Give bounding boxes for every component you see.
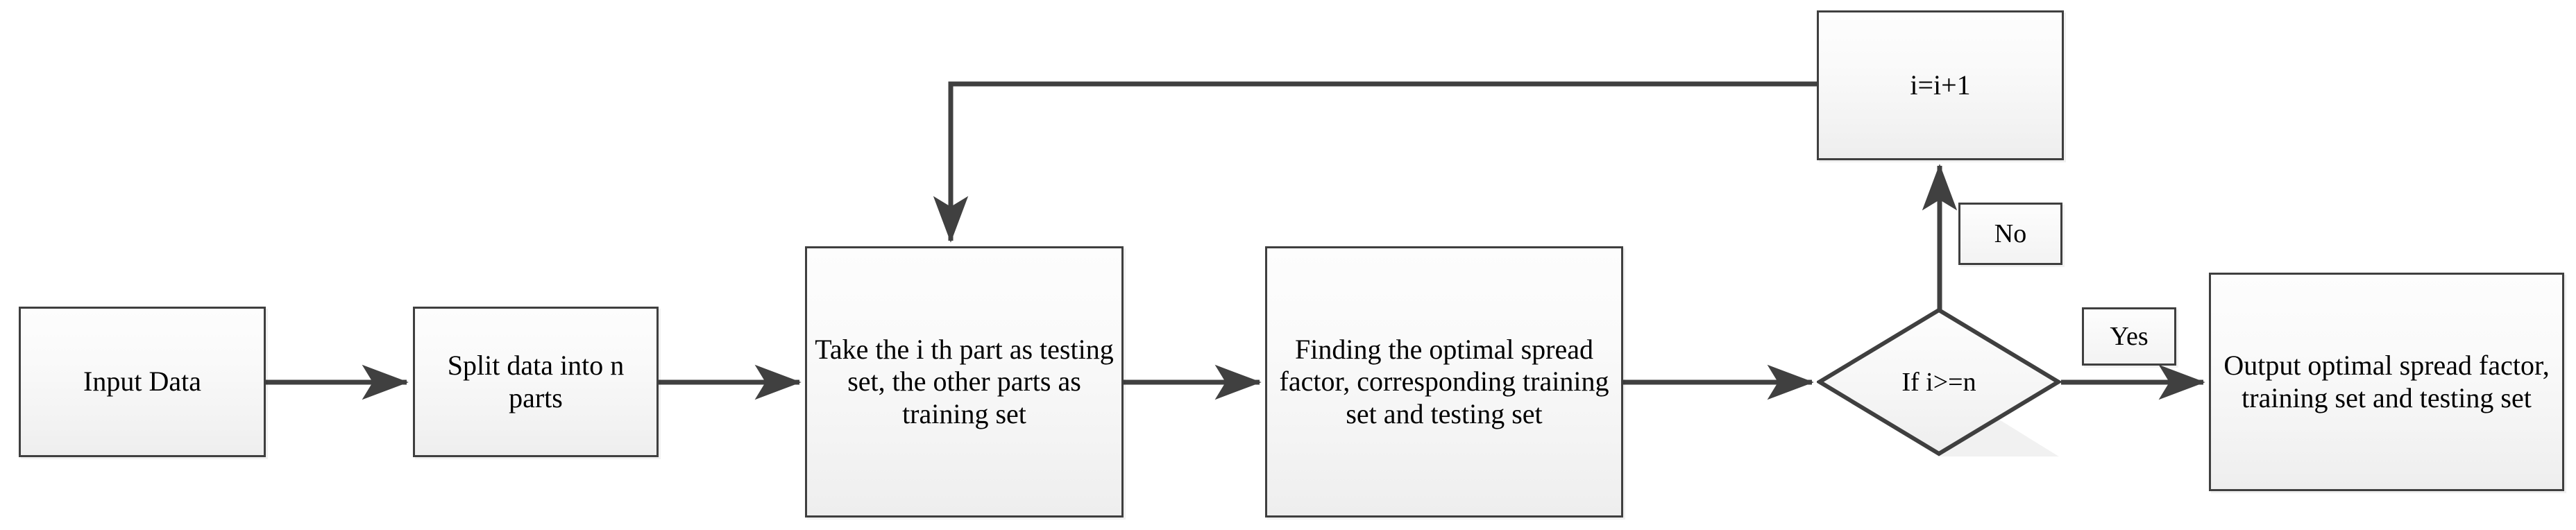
diamond-shape (1817, 307, 2061, 456)
node-find-optimal-spread-factor-label: Finding the optimal spread factor, corre… (1279, 333, 1609, 429)
node-decision-if-i-ge-n-label: If i>=n (1901, 367, 1976, 397)
node-take-ith-part[interactable]: Take the i th part as testing set, the o… (805, 246, 1124, 518)
node-increment-counter-label: i=i+1 (1910, 69, 1971, 101)
edge-label-no: No (1958, 203, 2062, 265)
edge-label-yes-text: Yes (2110, 322, 2149, 351)
node-split-data[interactable]: Split data into n parts (413, 307, 659, 457)
node-input-data-label: Input Data (83, 366, 201, 398)
node-input-data[interactable]: Input Data (19, 307, 266, 457)
node-increment-counter[interactable]: i=i+1 (1817, 10, 2064, 160)
node-find-optimal-spread-factor[interactable]: Finding the optimal spread factor, corre… (1265, 246, 1623, 518)
edge-label-yes: Yes (2082, 307, 2176, 366)
node-take-ith-part-label: Take the i th part as testing set, the o… (815, 333, 1114, 429)
edge-label-no-text: No (1994, 219, 2027, 248)
node-output-results[interactable]: Output optimal spread factor, training s… (2209, 273, 2564, 491)
node-split-data-label: Split data into n parts (447, 350, 625, 413)
node-output-results-label: Output optimal spread factor, training s… (2223, 350, 2550, 413)
node-decision-if-i-ge-n[interactable]: If i>=n (1817, 307, 2061, 456)
edge-increment-to-take (933, 81, 1817, 243)
